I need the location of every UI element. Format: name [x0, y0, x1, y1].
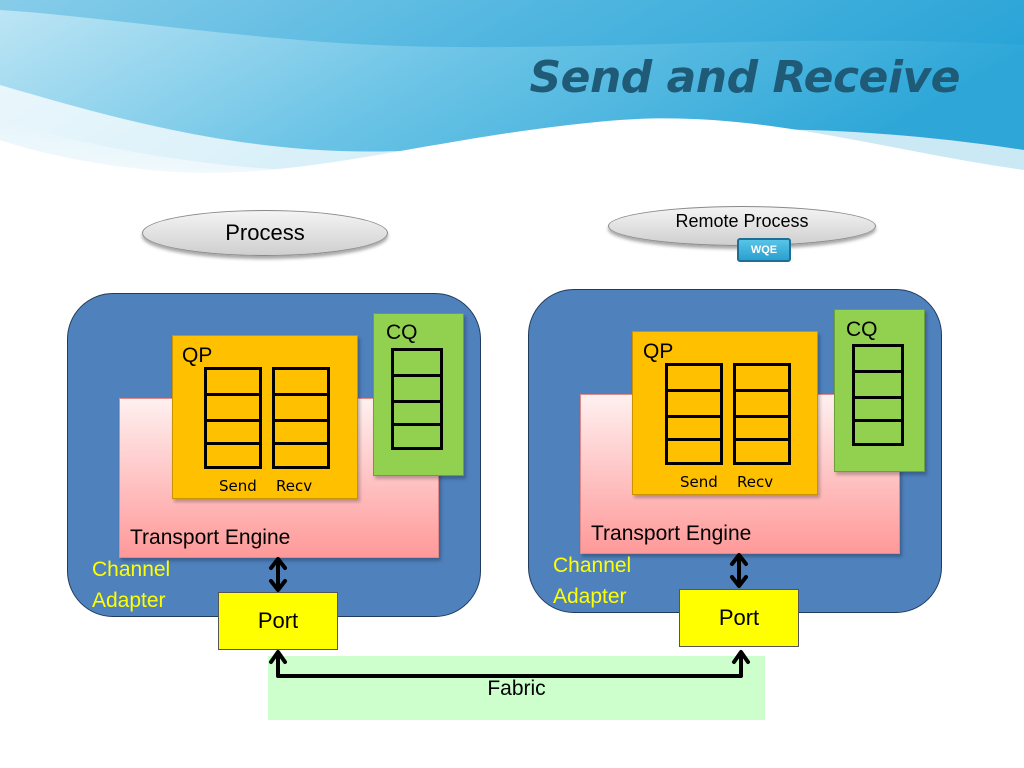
local-recv-label: Recv [276, 477, 313, 495]
remote-process-label: Remote Process [675, 211, 809, 231]
process-label: Process [225, 220, 305, 245]
local-send-label: Send [219, 477, 257, 495]
remote-recv-queue [733, 363, 791, 465]
channel-adapter-line1: Channel [92, 558, 171, 581]
queue-slot [272, 442, 330, 469]
queue-slot [204, 367, 262, 396]
local-transport-engine-label: Transport Engine [130, 526, 291, 549]
queue-slot [391, 348, 443, 377]
remote-recv-label: Recv [737, 473, 774, 491]
queue-slot [272, 367, 330, 396]
queue-slot [204, 393, 262, 422]
queue-slot [391, 423, 443, 450]
local-qp-label: QP [182, 344, 213, 367]
queue-slot [665, 363, 723, 392]
remote-port: Port [679, 589, 799, 647]
local-port: Port [218, 592, 338, 650]
queue-slot [852, 419, 904, 446]
remote-port-label: Port [718, 605, 760, 630]
channel-adapter-line2: Adapter [92, 589, 166, 612]
process-ellipse: Process [142, 210, 388, 256]
queue-slot [733, 389, 791, 418]
queue-slot [665, 389, 723, 418]
remote-send-queue [665, 363, 723, 465]
channel-adapter-line2: Adapter [553, 585, 627, 608]
queue-slot [272, 393, 330, 422]
remote-queue-pair [632, 331, 818, 495]
local-channel-adapter-label: Channel Adapter [92, 554, 170, 616]
queue-slot [852, 344, 904, 373]
remote-cq-stack [852, 344, 904, 446]
slide-title: Send and Receive [529, 52, 960, 103]
queue-slot [733, 438, 791, 465]
queue-slot [204, 442, 262, 469]
remote-qp-label: QP [643, 340, 674, 363]
local-cq-label: CQ [386, 321, 418, 344]
queue-slot [733, 363, 791, 392]
remote-cq-label: CQ [846, 318, 878, 341]
queue-slot [391, 374, 443, 403]
local-recv-queue [272, 367, 330, 469]
local-port-label: Port [257, 608, 299, 633]
remote-transport-engine-label: Transport Engine [591, 522, 752, 545]
local-send-queue [204, 367, 262, 469]
fabric-label: Fabric [487, 677, 546, 700]
queue-slot [852, 370, 904, 399]
remote-channel-adapter-label: Channel Adapter [553, 550, 631, 612]
remote-send-label: Send [680, 473, 718, 491]
queue-slot [665, 438, 723, 465]
local-cq-stack [391, 348, 443, 450]
wqe-badge: WQE [737, 238, 791, 262]
channel-adapter-line1: Channel [553, 554, 632, 577]
